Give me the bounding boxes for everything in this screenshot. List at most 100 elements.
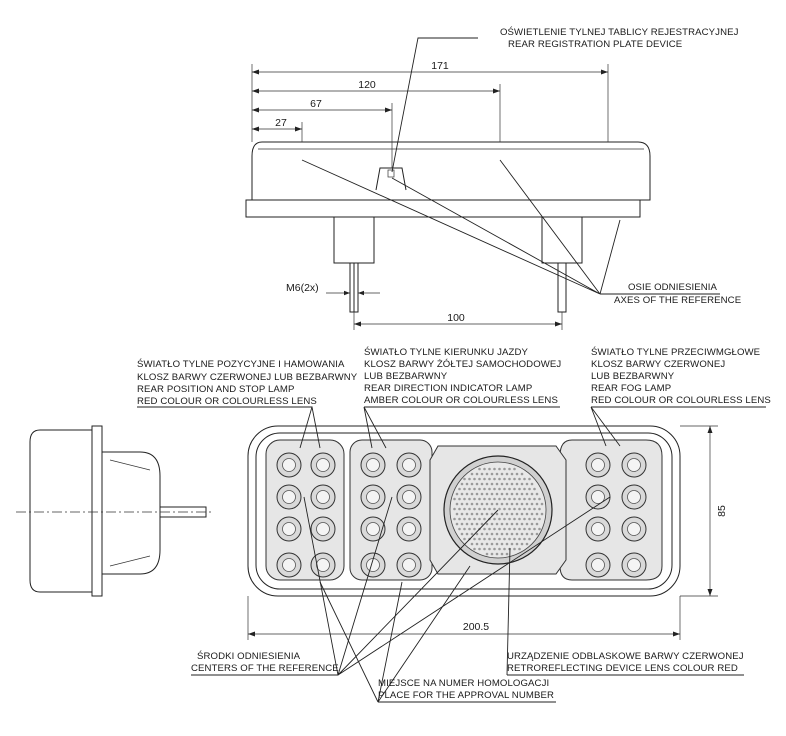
- reflector-cell: [478, 517, 481, 521]
- top-view: 171 120 67 27 M6(2x) 100 OŚWIETLENIE TYL…: [245, 26, 741, 330]
- position-stop-label-en2: RED COLOUR OR COLOURLESS LENS: [137, 396, 317, 407]
- reflector-cell: [520, 512, 524, 516]
- retroreflector-pattern: [453, 467, 544, 556]
- retro-leader: [506, 547, 744, 676]
- reflector-cell: [510, 482, 514, 486]
- dim-27-label: 27: [275, 117, 287, 129]
- reflector-cell: [485, 482, 489, 486]
- reflector-cell: [500, 482, 504, 486]
- plate-light-housing: [375, 167, 407, 191]
- reflector-cell: [473, 527, 476, 531]
- reflector-cell: [488, 527, 491, 531]
- reflector-cell: [535, 532, 539, 536]
- position-stop-label-en1: REAR POSITION AND STOP LAMP: [137, 384, 294, 395]
- reflector-cell: [495, 542, 499, 546]
- right-bolt: [557, 262, 567, 313]
- reflector-cell: [458, 507, 461, 511]
- reflector-cell: [518, 487, 521, 491]
- reflector-cell: [528, 497, 531, 501]
- reflector-cell: [515, 502, 519, 506]
- reflector-cell: [465, 512, 469, 516]
- reflector-cell: [510, 512, 514, 516]
- reflector-cell: [463, 527, 466, 531]
- reflector-cell: [465, 522, 469, 526]
- reflector-cell: [475, 532, 479, 536]
- reflector-cell: [498, 467, 501, 471]
- fog-led-core: [591, 490, 605, 504]
- plate-light-label-en: REAR REGISTRATION PLATE DEVICE: [508, 39, 682, 50]
- side-view-rib-2: [109, 555, 151, 567]
- reflector-cell: [513, 537, 516, 541]
- fog-led-core: [627, 558, 641, 572]
- plate-light-label-pl: OŚWIETLENIE TYLNEJ TABLICY REJESTRACYJNE…: [500, 26, 739, 38]
- fog-label-en1: REAR FOG LAMP: [591, 383, 671, 394]
- reflector-cell: [513, 507, 516, 511]
- plate-light-leader: [391, 37, 478, 173]
- reflector-cell: [470, 492, 474, 496]
- reflector-cell: [473, 517, 476, 521]
- reflector-cell: [455, 512, 459, 516]
- reflector-cell: [498, 497, 501, 501]
- reflector-cell: [498, 517, 501, 521]
- reflector-cell: [513, 517, 516, 521]
- reflector-cell: [488, 477, 491, 481]
- position-stop-leader: [137, 406, 321, 449]
- reflector-cell: [458, 527, 461, 531]
- reflector-cell: [470, 522, 474, 526]
- axes-label-en: AXES OF THE REFERENCE: [614, 295, 741, 306]
- reflector-cell: [485, 532, 489, 536]
- reflector-cell: [495, 532, 499, 536]
- position-stop-led-core: [316, 458, 330, 472]
- reflector-cell: [473, 497, 476, 501]
- direction-leader: [363, 406, 560, 449]
- reflector-cell: [465, 532, 469, 536]
- reflector-cell: [498, 537, 501, 541]
- direction-led-core: [402, 458, 416, 472]
- dim-67-label: 67: [310, 98, 322, 110]
- reflector-cell: [453, 517, 456, 521]
- reflector-cell: [505, 522, 509, 526]
- reflector-cell: [510, 502, 514, 506]
- fog-label-pl3: LUB BEZBARWNY: [591, 371, 675, 382]
- reflector-cell: [490, 552, 494, 556]
- reflector-cell: [493, 497, 496, 501]
- reflector-cell: [465, 482, 469, 486]
- direction-led-core: [366, 458, 380, 472]
- reflector-cell: [510, 472, 514, 476]
- reflector-cell: [470, 502, 474, 506]
- reflector-cell: [465, 502, 469, 506]
- reflector-cell: [495, 512, 499, 516]
- reflector-cell: [483, 507, 486, 511]
- fog-label-en2: RED COLOUR OR COLOURLESS LENS: [591, 395, 771, 406]
- top-view-body: [251, 141, 651, 201]
- reflector-cell: [503, 497, 506, 501]
- reflector-cell: [490, 492, 494, 496]
- reflector-cell: [455, 522, 459, 526]
- reflector-cell: [528, 527, 531, 531]
- reflector-cell: [535, 492, 539, 496]
- reflector-cell: [538, 507, 541, 511]
- reflector-cell: [515, 482, 519, 486]
- reflector-cell: [528, 477, 531, 481]
- reflector-cell: [503, 487, 506, 491]
- direction-led-core: [366, 522, 380, 536]
- reflector-cell: [490, 512, 494, 516]
- reflector-cell: [485, 542, 489, 546]
- reflector-cell: [505, 492, 509, 496]
- reflector-cell: [475, 502, 479, 506]
- reflector-cell: [505, 502, 509, 506]
- reflector-cell: [498, 547, 501, 551]
- reflector-cell: [453, 497, 456, 501]
- reflector-cell: [500, 472, 504, 476]
- reflector-cell: [518, 527, 521, 531]
- reflector-cell: [480, 492, 484, 496]
- approval-label-pl: MIEJSCE NA NUMER HOMOLOGACJI: [378, 678, 549, 689]
- fog-led-core: [627, 522, 641, 536]
- reflector-cell: [485, 522, 489, 526]
- reflector-cell: [503, 517, 506, 521]
- reflector-cell: [503, 507, 506, 511]
- reflector-cell: [538, 497, 541, 501]
- reflector-cell: [460, 532, 464, 536]
- reflector-cell: [500, 532, 504, 536]
